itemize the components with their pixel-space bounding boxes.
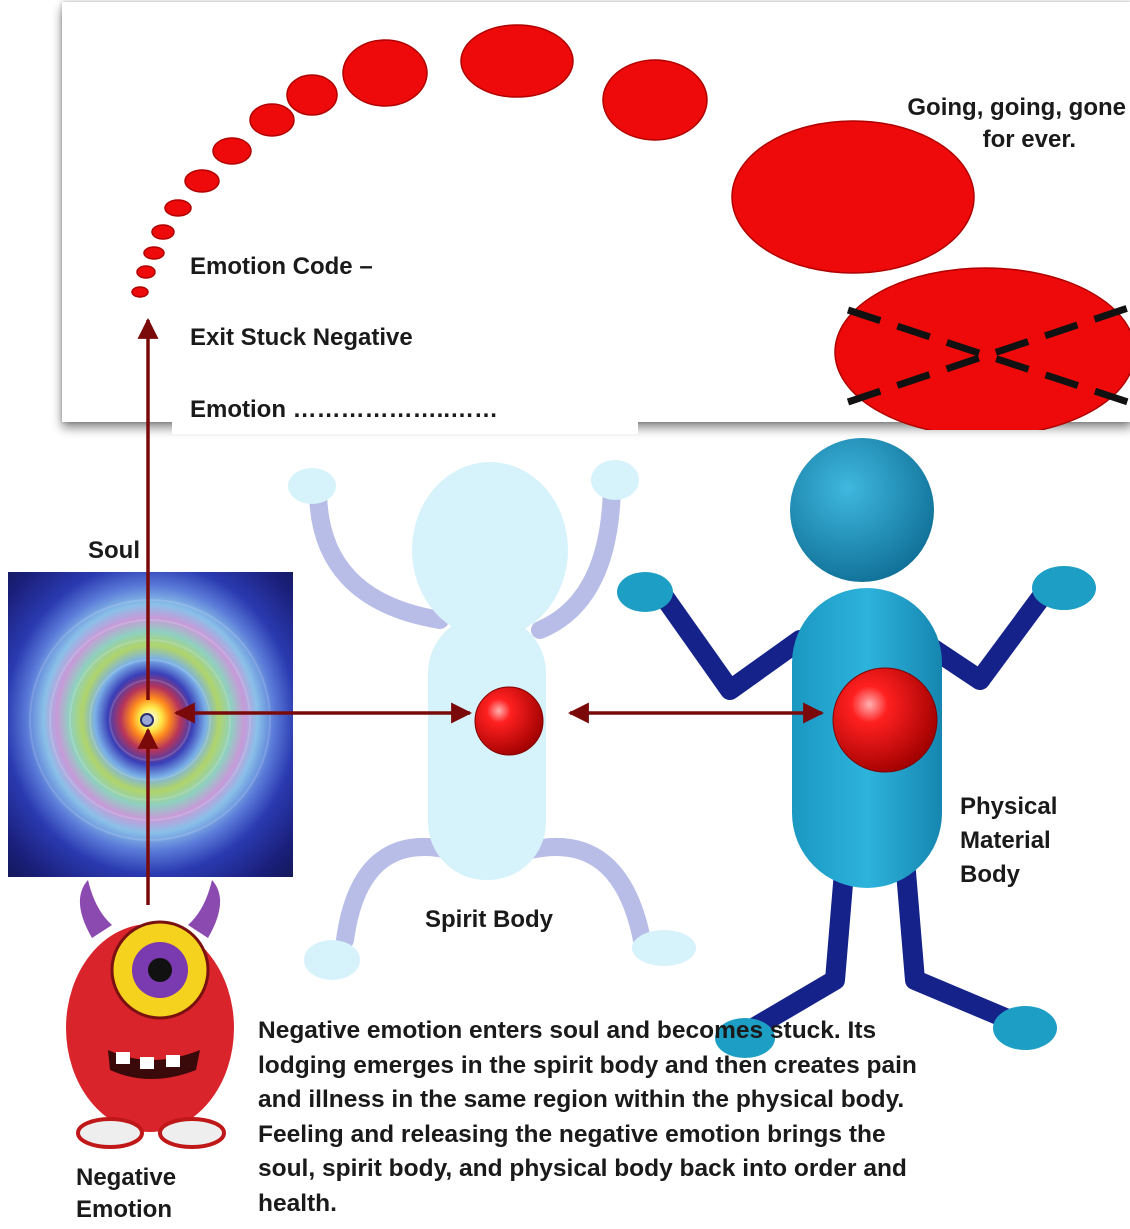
caption-line-1: Negative emotion enters soul and becomes… (258, 1014, 1128, 1049)
caption-line-2: lodging emerges in the spirit body and t… (258, 1049, 1128, 1084)
caption: Negative emotion enters soul and becomes… (258, 1014, 1128, 1221)
caption-line-4: Feeling and releasing the negative emoti… (258, 1118, 1128, 1153)
negative-emotion-label: Negative Emotion (76, 1162, 176, 1226)
physical-line-2: Material (960, 824, 1057, 858)
spirit-body-figure (288, 460, 696, 980)
physical-body-label: Physical Material Body (960, 790, 1057, 892)
caption-line-6: health. (258, 1187, 1128, 1222)
caption-line-5: soul, spirit body, and physical body bac… (258, 1152, 1128, 1187)
caption-line-3: and illness in the same region within th… (258, 1083, 1128, 1118)
negative-line-1: Negative (76, 1162, 176, 1194)
physical-body-figure (617, 438, 1096, 1058)
negative-line-2: Emotion (76, 1194, 176, 1226)
physical-line-3: Body (960, 858, 1057, 892)
physical-line-1: Physical (960, 790, 1057, 824)
monster-figure (66, 880, 234, 1147)
spirit-body-label: Spirit Body (425, 906, 553, 934)
